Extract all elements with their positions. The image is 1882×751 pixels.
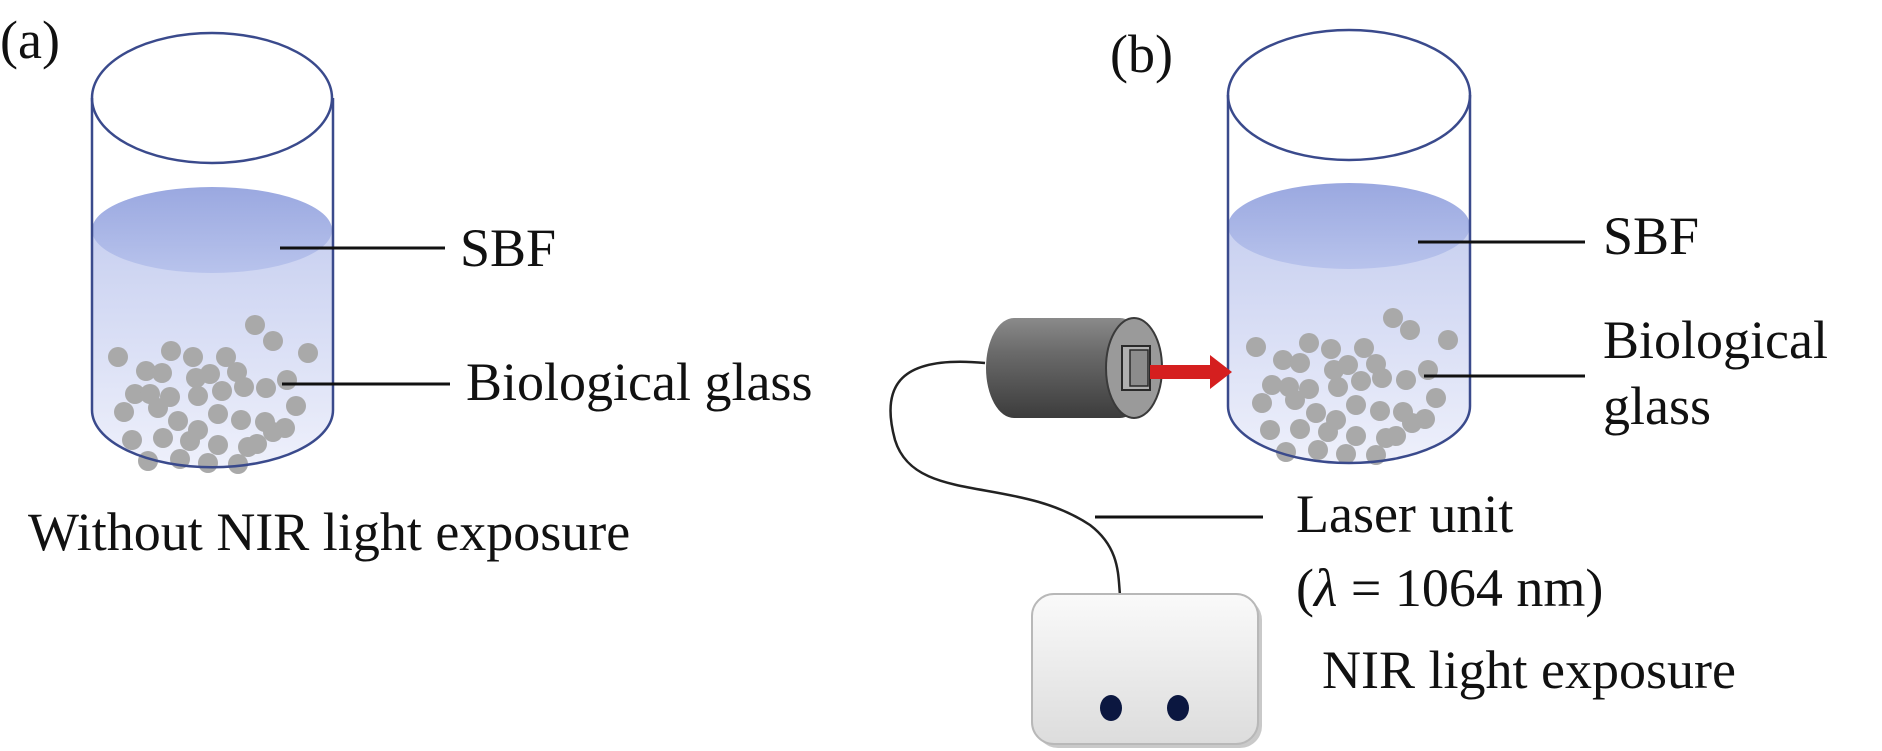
glass-particle: [286, 396, 306, 416]
glass-particle: [1260, 420, 1280, 440]
panel-b-caption: NIR light exposure: [1322, 640, 1736, 700]
glass-particle: [1383, 308, 1403, 328]
glass-particle: [298, 343, 318, 363]
glass-particle: [136, 361, 156, 381]
beaker-b: [1226, 28, 1472, 465]
glass-particle: [148, 398, 168, 418]
glass-particle: [108, 347, 128, 367]
glass-particle: [212, 381, 232, 401]
glass-particle: [263, 331, 283, 351]
glass-particle: [1386, 426, 1406, 446]
glass-particle: [186, 368, 206, 388]
glass-particle: [1246, 337, 1266, 357]
glass-particle: [231, 410, 251, 430]
glass-particle: [1318, 422, 1338, 442]
beaker-a: [90, 31, 335, 474]
beaker-a-liquid-surface: [92, 187, 332, 273]
glass-particle: [1328, 377, 1348, 397]
glass-particle: [275, 418, 295, 438]
beaker-b-particles: [1246, 308, 1458, 465]
glass-particle: [234, 377, 254, 397]
beaker-a-wall: [90, 98, 335, 469]
beaker-b-wall: [1226, 95, 1472, 465]
glass-particle: [168, 411, 188, 431]
glass-particle: [1370, 401, 1390, 421]
wavelength-value: = 1064 nm): [1337, 558, 1604, 618]
glass-label-b-line1: Biological: [1603, 310, 1828, 370]
beaker-b-rim: [1226, 28, 1472, 162]
glass-particle: [1285, 390, 1305, 410]
glass-particle: [227, 362, 247, 382]
wavelength-open-paren: (: [1296, 558, 1314, 618]
glass-particle: [277, 370, 297, 390]
glass-particle: [1396, 370, 1416, 390]
glass-particle: [161, 341, 181, 361]
nir-beam-arrow: [1150, 355, 1232, 389]
glass-particle: [1426, 388, 1446, 408]
glass-particle: [216, 347, 236, 367]
lambda-symbol: λ: [1313, 558, 1338, 618]
panel-a-tag: (a): [0, 10, 60, 70]
beaker-a-rim: [90, 31, 334, 165]
beaker-a-particles: [108, 315, 318, 474]
glass-particle: [1336, 444, 1356, 464]
sbf-label-a: SBF: [460, 218, 557, 278]
glass-particle: [1290, 353, 1310, 373]
glass-label-b-line2: glass: [1603, 376, 1711, 436]
glass-particle: [153, 428, 173, 448]
glass-particle: [180, 431, 200, 451]
laser-head-body: [986, 318, 1148, 418]
glass-particle: [1299, 379, 1319, 399]
laser-unit-label: Laser unit: [1296, 484, 1514, 544]
glass-particle: [1324, 360, 1344, 380]
fiber-cable: [889, 360, 1122, 596]
glass-particle: [114, 402, 134, 422]
sbf-label-b: SBF: [1603, 206, 1700, 266]
laser-wavelength-label: (λ = 1064 nm): [1296, 558, 1603, 618]
glass-particle: [1400, 320, 1420, 340]
glass-particle: [228, 454, 248, 474]
glass-particle: [1308, 440, 1328, 460]
glass-particle: [1346, 395, 1366, 415]
glass-particle: [125, 384, 145, 404]
glass-particle: [152, 363, 172, 383]
glass-particle: [1366, 354, 1386, 374]
glass-particle: [1351, 371, 1371, 391]
glass-particle: [1252, 393, 1272, 413]
laser-unit-port-right: [1167, 695, 1189, 721]
laser-unit-port-left: [1100, 695, 1122, 721]
glass-particle: [1299, 333, 1319, 353]
glass-particle: [247, 434, 267, 454]
glass-particle: [1262, 375, 1282, 395]
glass-label-a: Biological glass: [466, 352, 813, 412]
panel-b-tag: (b): [1110, 24, 1173, 84]
laser-head: [986, 317, 1163, 419]
glass-particle: [188, 386, 208, 406]
glass-particle: [1415, 409, 1435, 429]
panel-a-caption: Without NIR light exposure: [28, 502, 631, 562]
glass-particle: [256, 378, 276, 398]
glass-particle: [1290, 419, 1310, 439]
glass-particle: [1354, 338, 1374, 358]
glass-particle: [1306, 403, 1326, 423]
glass-particle: [208, 435, 228, 455]
laser-unit-box: [1031, 593, 1262, 748]
glass-particle: [183, 347, 203, 367]
glass-particle: [1438, 330, 1458, 350]
glass-particle: [198, 453, 218, 473]
glass-particle: [208, 404, 228, 424]
glass-particle: [122, 430, 142, 450]
glass-particle: [245, 315, 265, 335]
glass-particle: [1273, 350, 1293, 370]
beaker-b-liquid-surface: [1228, 183, 1470, 269]
glass-particle: [1321, 339, 1341, 359]
glass-particle: [1346, 426, 1366, 446]
laser-head-aperture-inner: [1129, 349, 1149, 387]
